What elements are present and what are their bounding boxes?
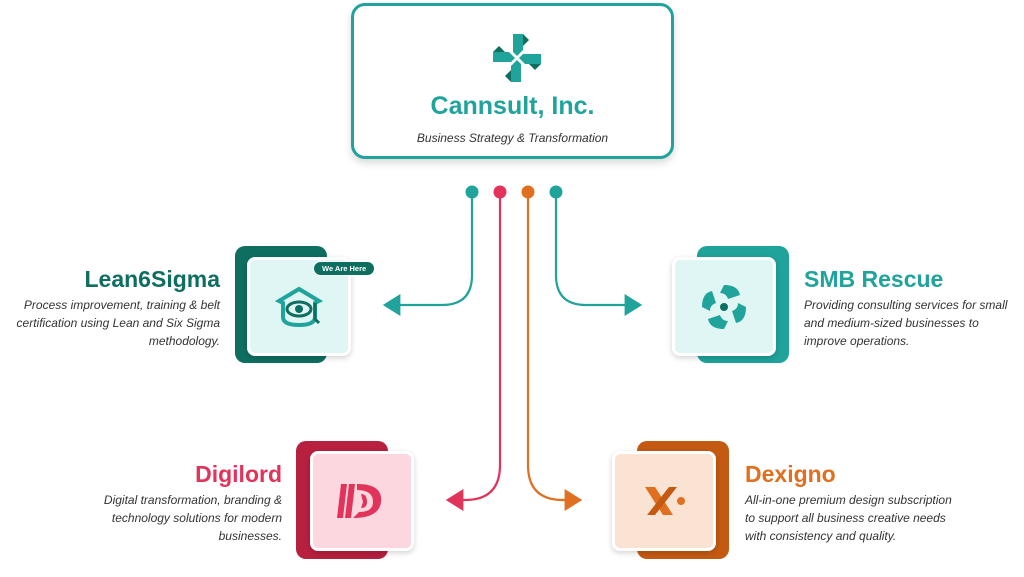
x-dot-icon (645, 487, 685, 515)
dexigno-desc-line: with consistency and quality. (745, 529, 897, 543)
smb-rescue-title: SMB Rescue (804, 266, 944, 292)
digilord-desc-line: technology solutions for modern (111, 511, 282, 525)
dexigno-tile (612, 451, 716, 551)
digilord-tile (310, 451, 414, 551)
dexigno-desc-line: All-in-one premium design subscription (745, 493, 952, 507)
digilord-description: Digital transformation, branding & techn… (60, 491, 282, 545)
dexigno-description: All-in-one premium design subscription t… (745, 491, 985, 545)
digilord-desc-line: businesses. (218, 529, 282, 543)
dexigno-title: Dexigno (745, 461, 836, 487)
smb-rescue-desc-line: Providing consulting services for small (804, 298, 1008, 312)
connector-dot-orange (521, 185, 535, 199)
lean6sigma-desc-line: Process improvement, training & belt (23, 298, 220, 312)
striped-d-icon (337, 484, 382, 518)
digilord-title: Digilord (195, 461, 282, 487)
connector-dot-red (493, 185, 507, 199)
we-are-here-badge: We Are Here (313, 261, 376, 276)
connector-digilord (445, 192, 502, 511)
digilord-desc-line: Digital transformation, branding & (103, 493, 282, 507)
parent-card: Cannsult, Inc. Business Strategy & Trans… (351, 3, 674, 159)
smb-rescue-description: Providing consulting services for small … (804, 296, 1024, 350)
dexigno-desc-line: to support all business creative needs (745, 511, 946, 525)
lean6sigma-title: Lean6Sigma (84, 266, 221, 292)
graduate-cap-eye-icon (274, 286, 324, 327)
parent-tagline: Business Strategy & Transformation (416, 131, 609, 145)
connector-dot-teal-right (549, 185, 563, 199)
smb-rescue-tile (672, 257, 776, 356)
connector-smb-rescue (554, 192, 643, 316)
lean6sigma-description: Process improvement, training & belt cer… (0, 296, 220, 350)
smb-rescue-desc-line: and medium-sized businesses to (804, 316, 979, 330)
swirl-s-icon (702, 284, 746, 329)
connector-lean6sigma (382, 192, 474, 316)
smb-rescue-desc-line: improve operations. (804, 334, 910, 348)
parent-name: Cannsult, Inc. (430, 92, 595, 120)
connector-dexigno (526, 192, 583, 511)
lean6sigma-desc-line: methodology. (148, 334, 220, 348)
connector-dot-teal-left (465, 185, 479, 199)
lean6sigma-desc-line: certification using Lean and Six Sigma (16, 316, 220, 330)
pinwheel-logo-icon (493, 34, 541, 82)
